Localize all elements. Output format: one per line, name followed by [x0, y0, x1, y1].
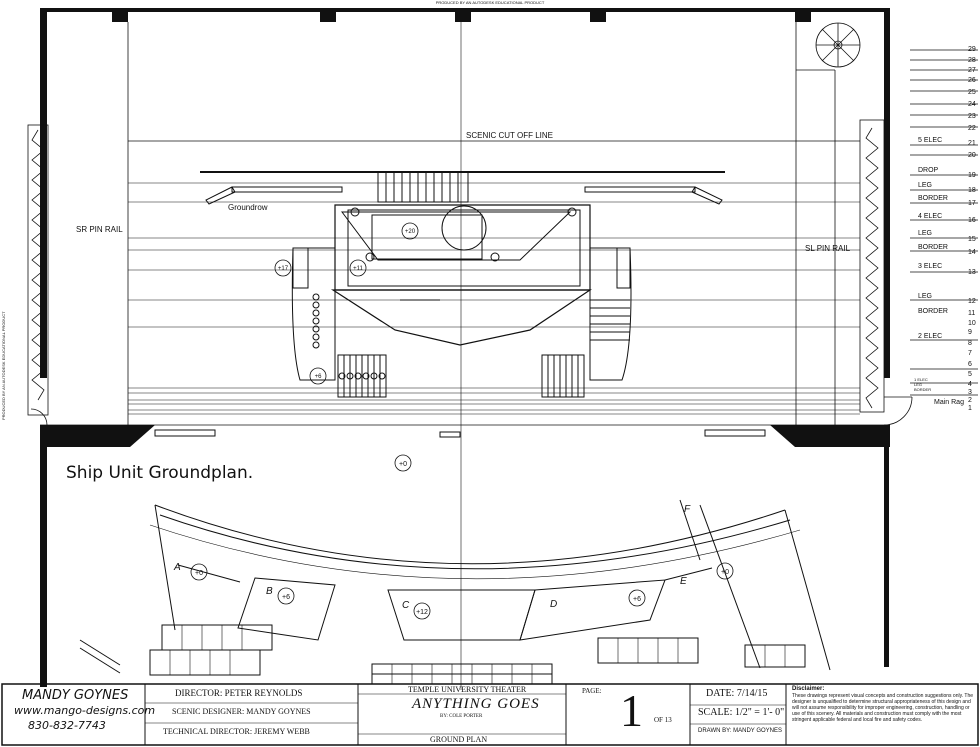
- title-block-frame: [1, 683, 979, 746]
- lineset-number: 4: [968, 381, 972, 388]
- drawn-by: DRAWN BY: MANDY GOYNES: [698, 728, 783, 734]
- lineset-labels: 5 ELEC DROP LEG BORDER 4 ELEC LEG BORDER…: [914, 137, 948, 392]
- sl-pin-rail-label: SL PIN RAIL: [805, 244, 851, 253]
- lineset-label: BORDER: [914, 387, 931, 392]
- ship-unit: [291, 171, 632, 398]
- lineset-label: LEG: [914, 382, 922, 387]
- lineset-number: 11: [968, 310, 975, 317]
- header-note: PRODUCED BY AN AUTODESK EDUCATIONAL PROD…: [436, 0, 545, 5]
- designer-name: MANDY GOYNES: [22, 688, 129, 703]
- lineset-number: 16: [968, 217, 976, 224]
- drawing-scale: SCALE: 1/2" = 1'- 0": [698, 707, 785, 718]
- section-letter-a: A: [173, 562, 181, 573]
- lineset-number: 15: [968, 236, 976, 243]
- lineset-label: 2 ELEC: [918, 333, 942, 340]
- lineset-number: 2: [968, 397, 972, 404]
- lineset-number: 6: [968, 361, 972, 368]
- side-note: PRODUCED BY AN AUTODESK EDUCATIONAL PROD…: [1, 311, 6, 420]
- lineset-label: BORDER: [918, 308, 948, 315]
- lineset-label: 1 ELEC: [914, 377, 928, 382]
- section-letter-e: E: [680, 576, 687, 587]
- disclaimer-text: These drawings represent visual concepts…: [792, 693, 974, 723]
- scenic-designer-credit: SCENIC DESIGNER: MANDY GOYNES: [172, 707, 311, 716]
- lineset-number: 28: [968, 57, 976, 64]
- technical-director-credit: TECHNICAL DIRECTOR: JEREMY WEBB: [163, 727, 310, 736]
- theater-name: TEMPLE UNIVERSITY THEATER: [408, 685, 527, 694]
- elevation-sr-stair: +6: [315, 374, 323, 380]
- lineset-number: 7: [968, 350, 972, 357]
- lineset-numbers: 29 28 27 26 25 24 23 22 21 20 19 18 17 1…: [968, 46, 976, 412]
- disclaimer-title: Disclaimer:: [792, 686, 825, 692]
- groundrow-label: Groundrow: [228, 203, 268, 212]
- lineset-number: 12: [968, 298, 976, 305]
- lineset-number: 13: [968, 269, 976, 276]
- lineset-number: 5: [968, 371, 972, 378]
- lineset-lines: [40, 140, 890, 426]
- lineset-number: 27: [968, 67, 976, 74]
- designer-phone: 830-832-7743: [28, 719, 106, 732]
- lineset-number: 10: [968, 320, 976, 327]
- director-credit: DIRECTOR: PETER REYNOLDS: [175, 688, 303, 698]
- section-letter-b: B: [266, 586, 273, 597]
- lineset-label: 5 ELEC: [918, 137, 942, 144]
- elevation-section-a: +0: [195, 570, 203, 577]
- sr-pin-rail-label: SR PIN RAIL: [76, 225, 123, 234]
- show-title: ANYTHING GOES: [412, 696, 540, 712]
- elevation-section-d: +6: [633, 596, 641, 603]
- show-author: BY: COLE PORTER: [440, 714, 483, 719]
- elevation-section-b: +6: [282, 594, 290, 601]
- lineset-label: BORDER: [918, 195, 948, 202]
- lineset-label: BORDER: [918, 244, 948, 251]
- lineset-label: LEG: [918, 293, 932, 300]
- elevation-section-c: +12: [416, 609, 428, 616]
- elevation-downstage: +0: [399, 461, 407, 468]
- lineset-number: 14: [968, 249, 976, 256]
- lineset-number: 26: [968, 77, 976, 84]
- lineset-label: DROP: [918, 167, 939, 174]
- lineset-number: 25: [968, 89, 976, 96]
- theater-walls: [40, 8, 890, 687]
- page-number: 1: [620, 685, 643, 736]
- lineset-number: 23: [968, 113, 976, 120]
- lineset-number: 9: [968, 329, 972, 336]
- lineset-number: 21: [968, 140, 976, 147]
- apron: [79, 429, 831, 685]
- lineset-number: 18: [968, 187, 976, 194]
- lineset-label: LEG: [918, 182, 932, 189]
- lineset-number: 3: [968, 389, 972, 396]
- lineset-number: 19: [968, 172, 976, 179]
- groundrow: [205, 186, 723, 205]
- lineset-label: LEG: [918, 230, 932, 237]
- main-rag-label: Main Rag: [934, 399, 964, 406]
- section-letter-d: D: [550, 599, 557, 610]
- section-letter-f: F: [684, 504, 691, 515]
- page-of: OF 13: [654, 716, 672, 724]
- elevation-deck-mid: +11: [353, 266, 363, 272]
- drawing-date: DATE: 7/14/15: [706, 688, 768, 699]
- lineset-number: 8: [968, 340, 972, 347]
- lineset-schedule: [910, 49, 978, 396]
- elevation-sr-platform: +17: [278, 266, 289, 272]
- scenic-cut-off-line-label: SCENIC CUT OFF LINE: [466, 131, 553, 140]
- page-label: PAGE:: [582, 687, 602, 695]
- lineset-number: 29: [968, 46, 976, 53]
- lineset-number: 24: [968, 101, 976, 108]
- section-letter-c: C: [402, 600, 410, 611]
- lineset-number: 22: [968, 125, 976, 132]
- lineset-number: 20: [968, 152, 976, 159]
- elevation-section-e: +0: [721, 569, 729, 576]
- lineset-label: 4 ELEC: [918, 213, 942, 220]
- lineset-number: 17: [968, 200, 976, 207]
- elevation-upper-deck: +20: [405, 229, 416, 235]
- designer-site: www.mango-designs.com: [14, 704, 156, 717]
- sheet-title: GROUND PLAN: [430, 735, 488, 744]
- plan-caption: Ship Unit Groundplan.: [66, 463, 254, 483]
- lineset-label: 3 ELEC: [918, 263, 942, 270]
- lineset-number: 1: [968, 405, 972, 412]
